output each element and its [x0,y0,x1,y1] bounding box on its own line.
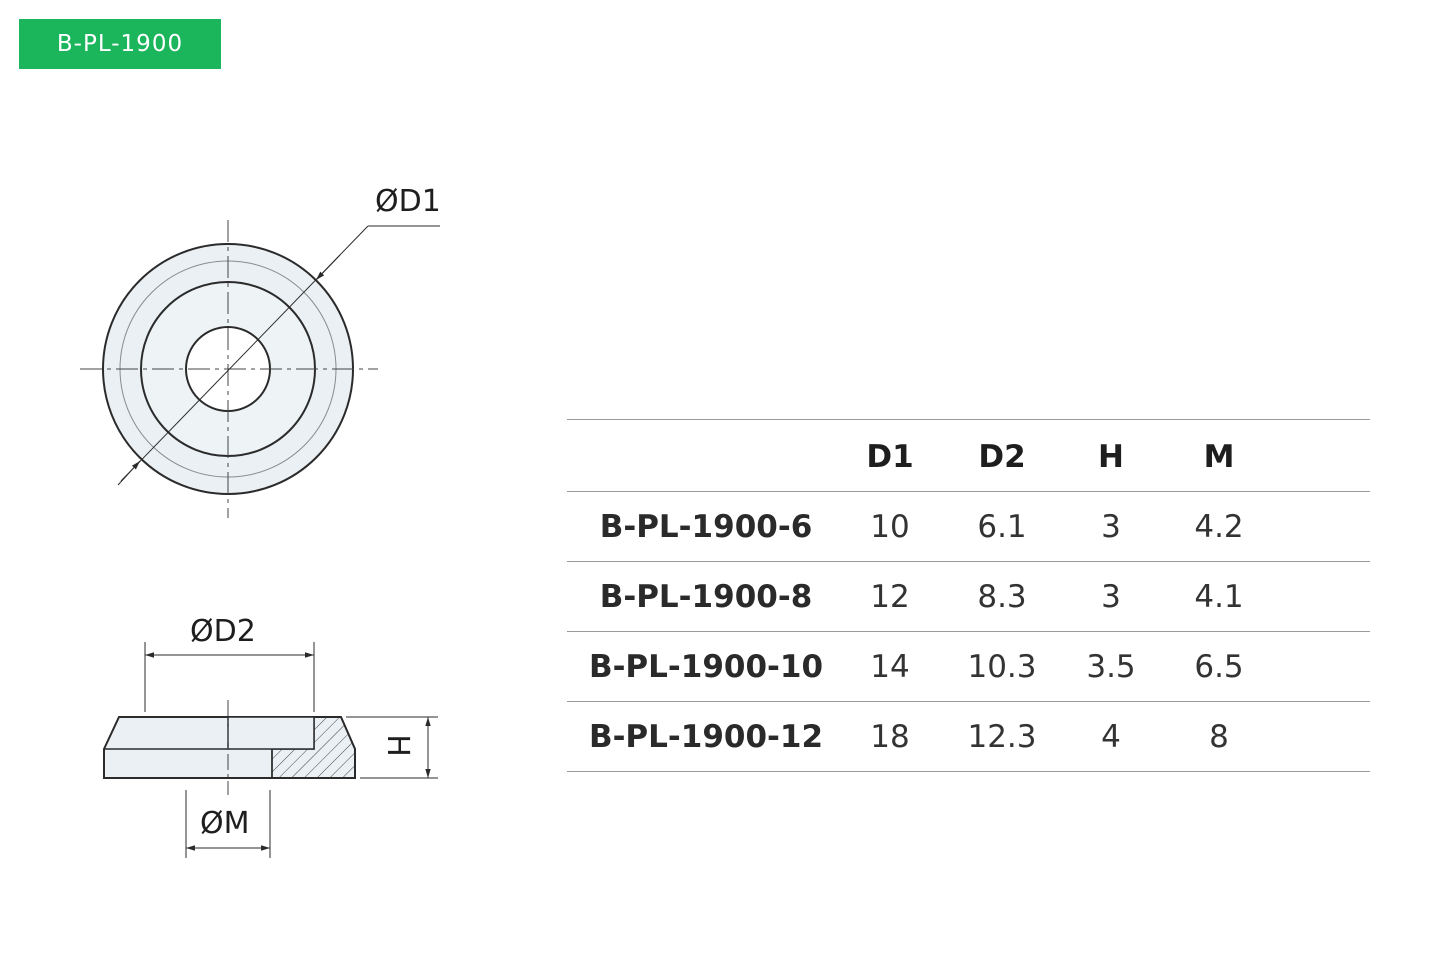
m-cell: 4.1 [1153,561,1285,632]
header-model [567,419,845,492]
model-badge: B-PL-1900 [19,19,221,69]
m-cell: 6.5 [1153,631,1285,702]
d2-label: ØD2 [190,614,256,649]
d1-cell: 18 [845,701,935,772]
top-view [80,220,440,518]
spacer-cell [1285,701,1370,772]
m-cell: 4.2 [1153,491,1285,562]
d2-cell: 12.3 [935,701,1069,772]
table-row: B-PL-1900-10 14 10.3 3.5 6.5 [567,631,1370,702]
h-cell: 3.5 [1069,631,1153,702]
header-d2: D2 [935,419,1069,492]
header-h: H [1069,419,1153,492]
h-cell: 3 [1069,561,1153,632]
d1-arrow-lower [117,460,141,486]
model-cell: B-PL-1900-10 [567,631,845,702]
model-cell: B-PL-1900-12 [567,701,845,772]
h-label: H [379,734,415,757]
d1-cell: 12 [845,561,935,632]
spacer-cell [1285,631,1370,702]
header-spacer [1285,419,1370,492]
d1-label: ØD1 [375,184,441,219]
model-cell: B-PL-1900-6 [567,491,845,562]
header-d1: D1 [845,419,935,492]
header-m: M [1153,419,1285,492]
spacer-cell [1285,491,1370,562]
table-row: B-PL-1900-12 18 12.3 4 8 [567,701,1370,772]
table-header-row: D1 D2 H M [567,419,1370,492]
m-label: ØM [200,806,250,841]
d1-cell: 14 [845,631,935,702]
d1-arrow-upper [315,254,341,281]
h-cell: 4 [1069,701,1153,772]
d2-cell: 6.1 [935,491,1069,562]
counterbore-recess [227,716,315,750]
model-cell: B-PL-1900-8 [567,561,845,632]
spec-table: D1 D2 H M B-PL-1900-6 10 6.1 3 4.2 B-PL-… [567,419,1370,772]
table-row: B-PL-1900-6 10 6.1 3 4.2 [567,491,1370,562]
d1-cell: 10 [845,491,935,562]
spacer-cell [1285,561,1370,632]
table-row: B-PL-1900-8 12 8.3 3 4.1 [567,561,1370,632]
section-view [103,642,438,858]
d2-cell: 8.3 [935,561,1069,632]
m-cell: 8 [1153,701,1285,772]
h-cell: 3 [1069,491,1153,562]
d2-cell: 10.3 [935,631,1069,702]
